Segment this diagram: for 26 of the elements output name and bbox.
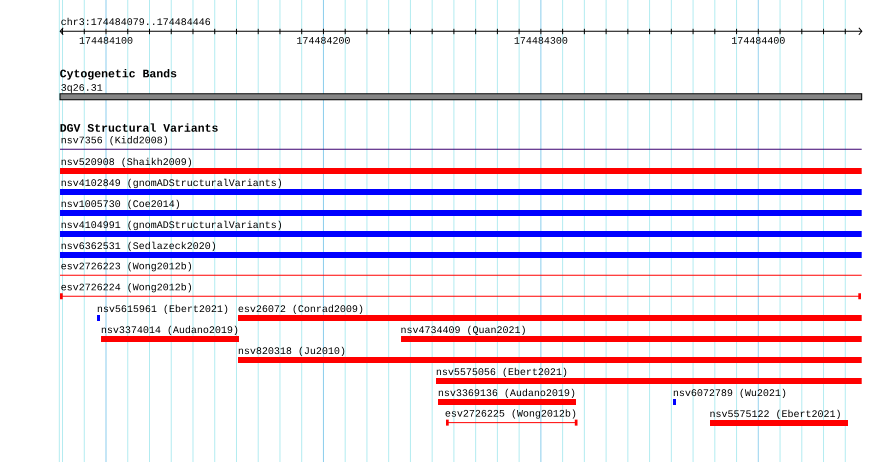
variant-label: nsv5575122 (Ebert2021) [710, 410, 840, 420]
variant-label: nsv4734409 (Quan2021) [401, 326, 525, 336]
variant-label: esv2726223 (Wong2012b) [61, 262, 192, 272]
variant-label: nsv5615961 (Ebert2021) [98, 304, 228, 314]
band-label: 3q26.31 [61, 84, 102, 93]
variant-label: nsv6362531 (Sedlazeck2020) [62, 242, 216, 252]
location-label: chr3:174484079..174484446 [61, 18, 210, 26]
track-title: Cytogenetic Bands [60, 68, 176, 80]
tick-label: 174484100 [80, 37, 132, 44]
variant-label: nsv4104991 (gnomADStructuralVariants) [62, 220, 282, 230]
variant-label: nsv3369136 (Audano2019) [438, 388, 574, 398]
tick-label: 174484400 [732, 37, 785, 44]
variant-label: esv2726224 (Wong2012b) [61, 283, 192, 292]
track-title: DGV Structural Variants [60, 123, 218, 132]
variant-label: nsv3374014 (Audano2019) [102, 326, 238, 336]
variant-label: nsv1005730 (Coe2014) [62, 200, 180, 210]
variant-label: nsv4102849 (gnomADStructuralVariants) [62, 178, 282, 188]
variant-label: nsv520908 (Shaikh2009) [62, 158, 192, 168]
variant-label: nsv5575056 (Ebert2021) [436, 368, 566, 378]
variant-label: nsv7356 (Kidd2008) [62, 136, 168, 146]
variant-label: nsv820318 (Ju2010) [238, 346, 344, 356]
variant-label: esv26072 (Conrad2009) [238, 304, 362, 314]
tick-label: 174484200 [297, 37, 350, 44]
tick-label: 174484300 [514, 37, 568, 44]
variant-label: nsv6072789 (Wu2021) [674, 388, 786, 398]
variant-label: esv2726225 (Wong2012b) [446, 409, 576, 419]
